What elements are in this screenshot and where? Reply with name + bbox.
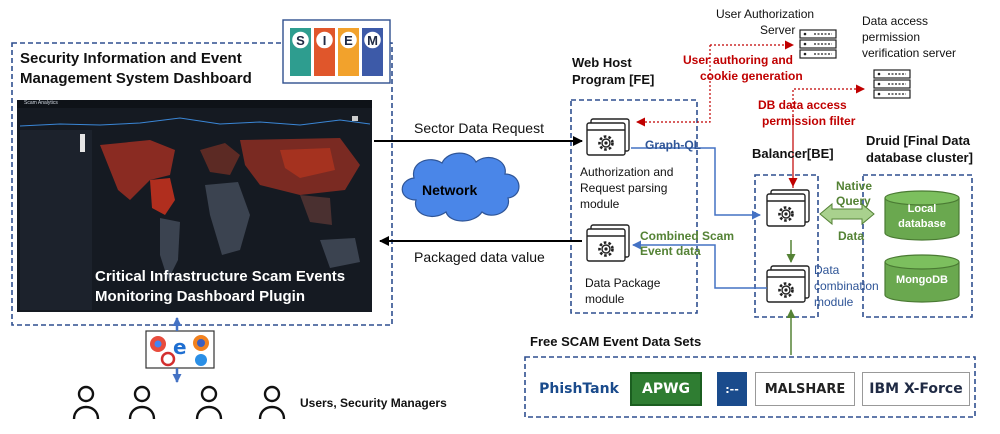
package-module-label-1: Data Package	[585, 276, 661, 290]
screen-title: Scam Analytics	[24, 100, 58, 106]
combined-label-2: Event data	[640, 244, 701, 258]
siem-logo-letter: E	[344, 33, 353, 48]
authoring-label-1: User authoring and	[683, 53, 794, 67]
network-cloud	[401, 152, 520, 222]
db-filter-label-1: DB data access	[758, 98, 847, 112]
web-host-container	[570, 99, 698, 314]
siem-title-line2: Management System Dashboard	[20, 70, 252, 87]
users-label: Users, Security Managers	[300, 396, 447, 410]
combination-label-3: module	[814, 295, 854, 309]
auth-module-icon	[585, 117, 631, 157]
browser-icons: e	[145, 330, 215, 369]
data-label: Data	[838, 229, 865, 243]
auth-module-label-3: module	[580, 197, 620, 211]
balancer-module-icon	[765, 188, 811, 228]
siem-logo-letter: M	[367, 33, 378, 48]
combination-label-2: combination	[814, 279, 879, 293]
sector-request-label: Sector Data Request	[414, 120, 544, 136]
auth-server-label-2: Server	[760, 23, 796, 37]
network-label: Network	[422, 182, 478, 198]
auth-module-label-1: Authorization and	[580, 165, 674, 179]
auth-server-label-1: User Authorization	[716, 7, 815, 21]
arrow-combined	[632, 240, 767, 289]
datasets-container	[524, 356, 976, 418]
local-database-icon	[884, 190, 960, 241]
permission-server-label-2: permission	[862, 30, 921, 44]
web-host-title-line2: Program [FE]	[572, 72, 655, 87]
druid-title-line1: Druid [Final Data	[866, 133, 971, 148]
db-filter-label-2: permission filter	[762, 114, 856, 128]
user-icon	[258, 385, 286, 421]
user-icon	[72, 385, 100, 421]
combination-module-icon	[765, 264, 811, 304]
mongodb-label: MongoDB	[896, 274, 948, 286]
datasets-title: Free SCAM Event Data Sets	[530, 334, 702, 349]
dataset-logo: PhishTank	[539, 381, 619, 397]
web-host-title-line1: Web Host	[572, 55, 632, 70]
plugin-title-line2: Monitoring Dashboard Plugin	[95, 288, 305, 305]
arrow-native-query	[819, 202, 875, 226]
native-query-label-2: Query	[836, 194, 871, 208]
siem-logo-letter: S	[296, 33, 305, 48]
mongodb-icon	[884, 254, 960, 303]
druid-title-line2: database cluster]	[866, 150, 973, 165]
native-query-label-1: Native	[836, 179, 873, 193]
packaged-value-label: Packaged data value	[414, 249, 545, 265]
dashboard-screen	[17, 100, 372, 312]
plugin-title-line1: Critical Infrastructure Scam Events	[95, 268, 346, 285]
balancer-title: Balancer[BE]	[752, 146, 834, 161]
siem-logo-letter: I	[323, 33, 327, 48]
user-icon	[128, 385, 156, 421]
graphql-label: Graph-QL	[645, 138, 701, 152]
dataset-logo: IBM X-Force	[862, 372, 970, 406]
permission-server-label-1: Data access	[862, 14, 929, 28]
auth-server-icon	[799, 29, 837, 59]
local-db-label-2: database	[898, 218, 946, 230]
siem-title-line1: Security Information and Event	[20, 50, 242, 67]
siem-container	[11, 42, 393, 326]
combined-label-1: Combined Scam	[640, 229, 735, 243]
arrow-authoring	[636, 45, 711, 127]
package-module-label-2: module	[585, 292, 625, 306]
authoring-label-2: cookie generation	[700, 69, 803, 83]
local-db-label-1: Local	[907, 203, 937, 215]
permission-server-icon	[873, 69, 911, 99]
arrow-db-filter	[792, 84, 865, 188]
arrow-graphql	[631, 147, 761, 220]
dataset-logo: APWG	[630, 372, 702, 406]
user-icon	[195, 385, 223, 421]
dataset-logo: MALSHARE	[755, 372, 855, 406]
druid-container	[862, 174, 973, 318]
auth-module-label-2: Request parsing	[580, 181, 668, 195]
svg-text:e: e	[173, 335, 187, 359]
combination-label-1: Data	[814, 263, 840, 277]
permission-server-label-3: verification server	[862, 46, 957, 60]
dataset-logo: :--	[717, 372, 747, 406]
package-module-icon	[585, 223, 631, 263]
